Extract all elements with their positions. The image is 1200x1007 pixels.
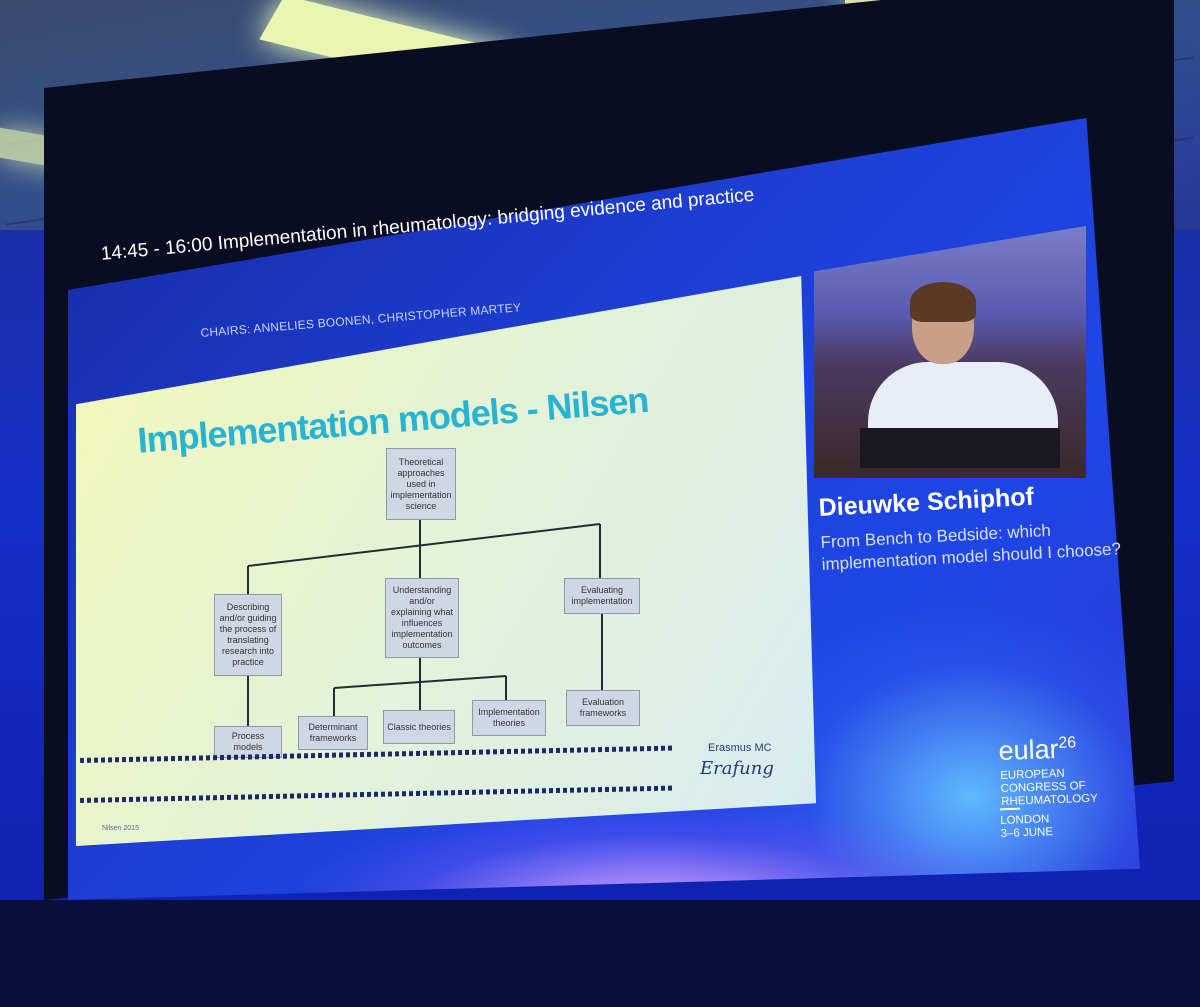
congress-dates: 3–6 JUNE xyxy=(1000,826,1054,840)
diagram-leaf-evaluation-frameworks: Evaluation frameworks xyxy=(566,690,640,726)
diagram-root-box: Theoretical approaches used in implement… xyxy=(386,448,456,520)
diagram-evaluating-box: Evaluating implementation xyxy=(564,578,640,614)
diagram-determinants-box: Understanding and/or explaining what inf… xyxy=(385,578,459,658)
diagram-leaf-process-models: Process models xyxy=(214,726,282,758)
diagram-leaf-determinant-frameworks: Determinant frameworks xyxy=(298,716,368,750)
diagram-process-box: Describing and/or guiding the process of… xyxy=(214,594,282,676)
diagram-leaf-implementation-theories: Implementation theories xyxy=(472,700,546,736)
lectern xyxy=(860,428,1060,468)
congress-location: LONDON 3–6 JUNE xyxy=(1000,813,1053,841)
slide-reference: Nilsen 2015 xyxy=(102,825,139,832)
eular-logo: eular26 xyxy=(998,733,1077,767)
eular-logo-year: 26 xyxy=(1058,734,1077,752)
diagram-leaf-classic-theories: Classic theories xyxy=(383,710,455,744)
eular-logo-text: eular xyxy=(998,733,1060,766)
diagram-connectors xyxy=(247,518,603,728)
speaker-figure-hair xyxy=(910,282,976,322)
erasmus-logo-text: Erasmus MC xyxy=(708,742,772,754)
erasmus-signature-logo: Erafung xyxy=(700,758,774,779)
congress-name: EUROPEAN CONGRESS OF RHEUMATOLOGY xyxy=(1000,767,1098,808)
